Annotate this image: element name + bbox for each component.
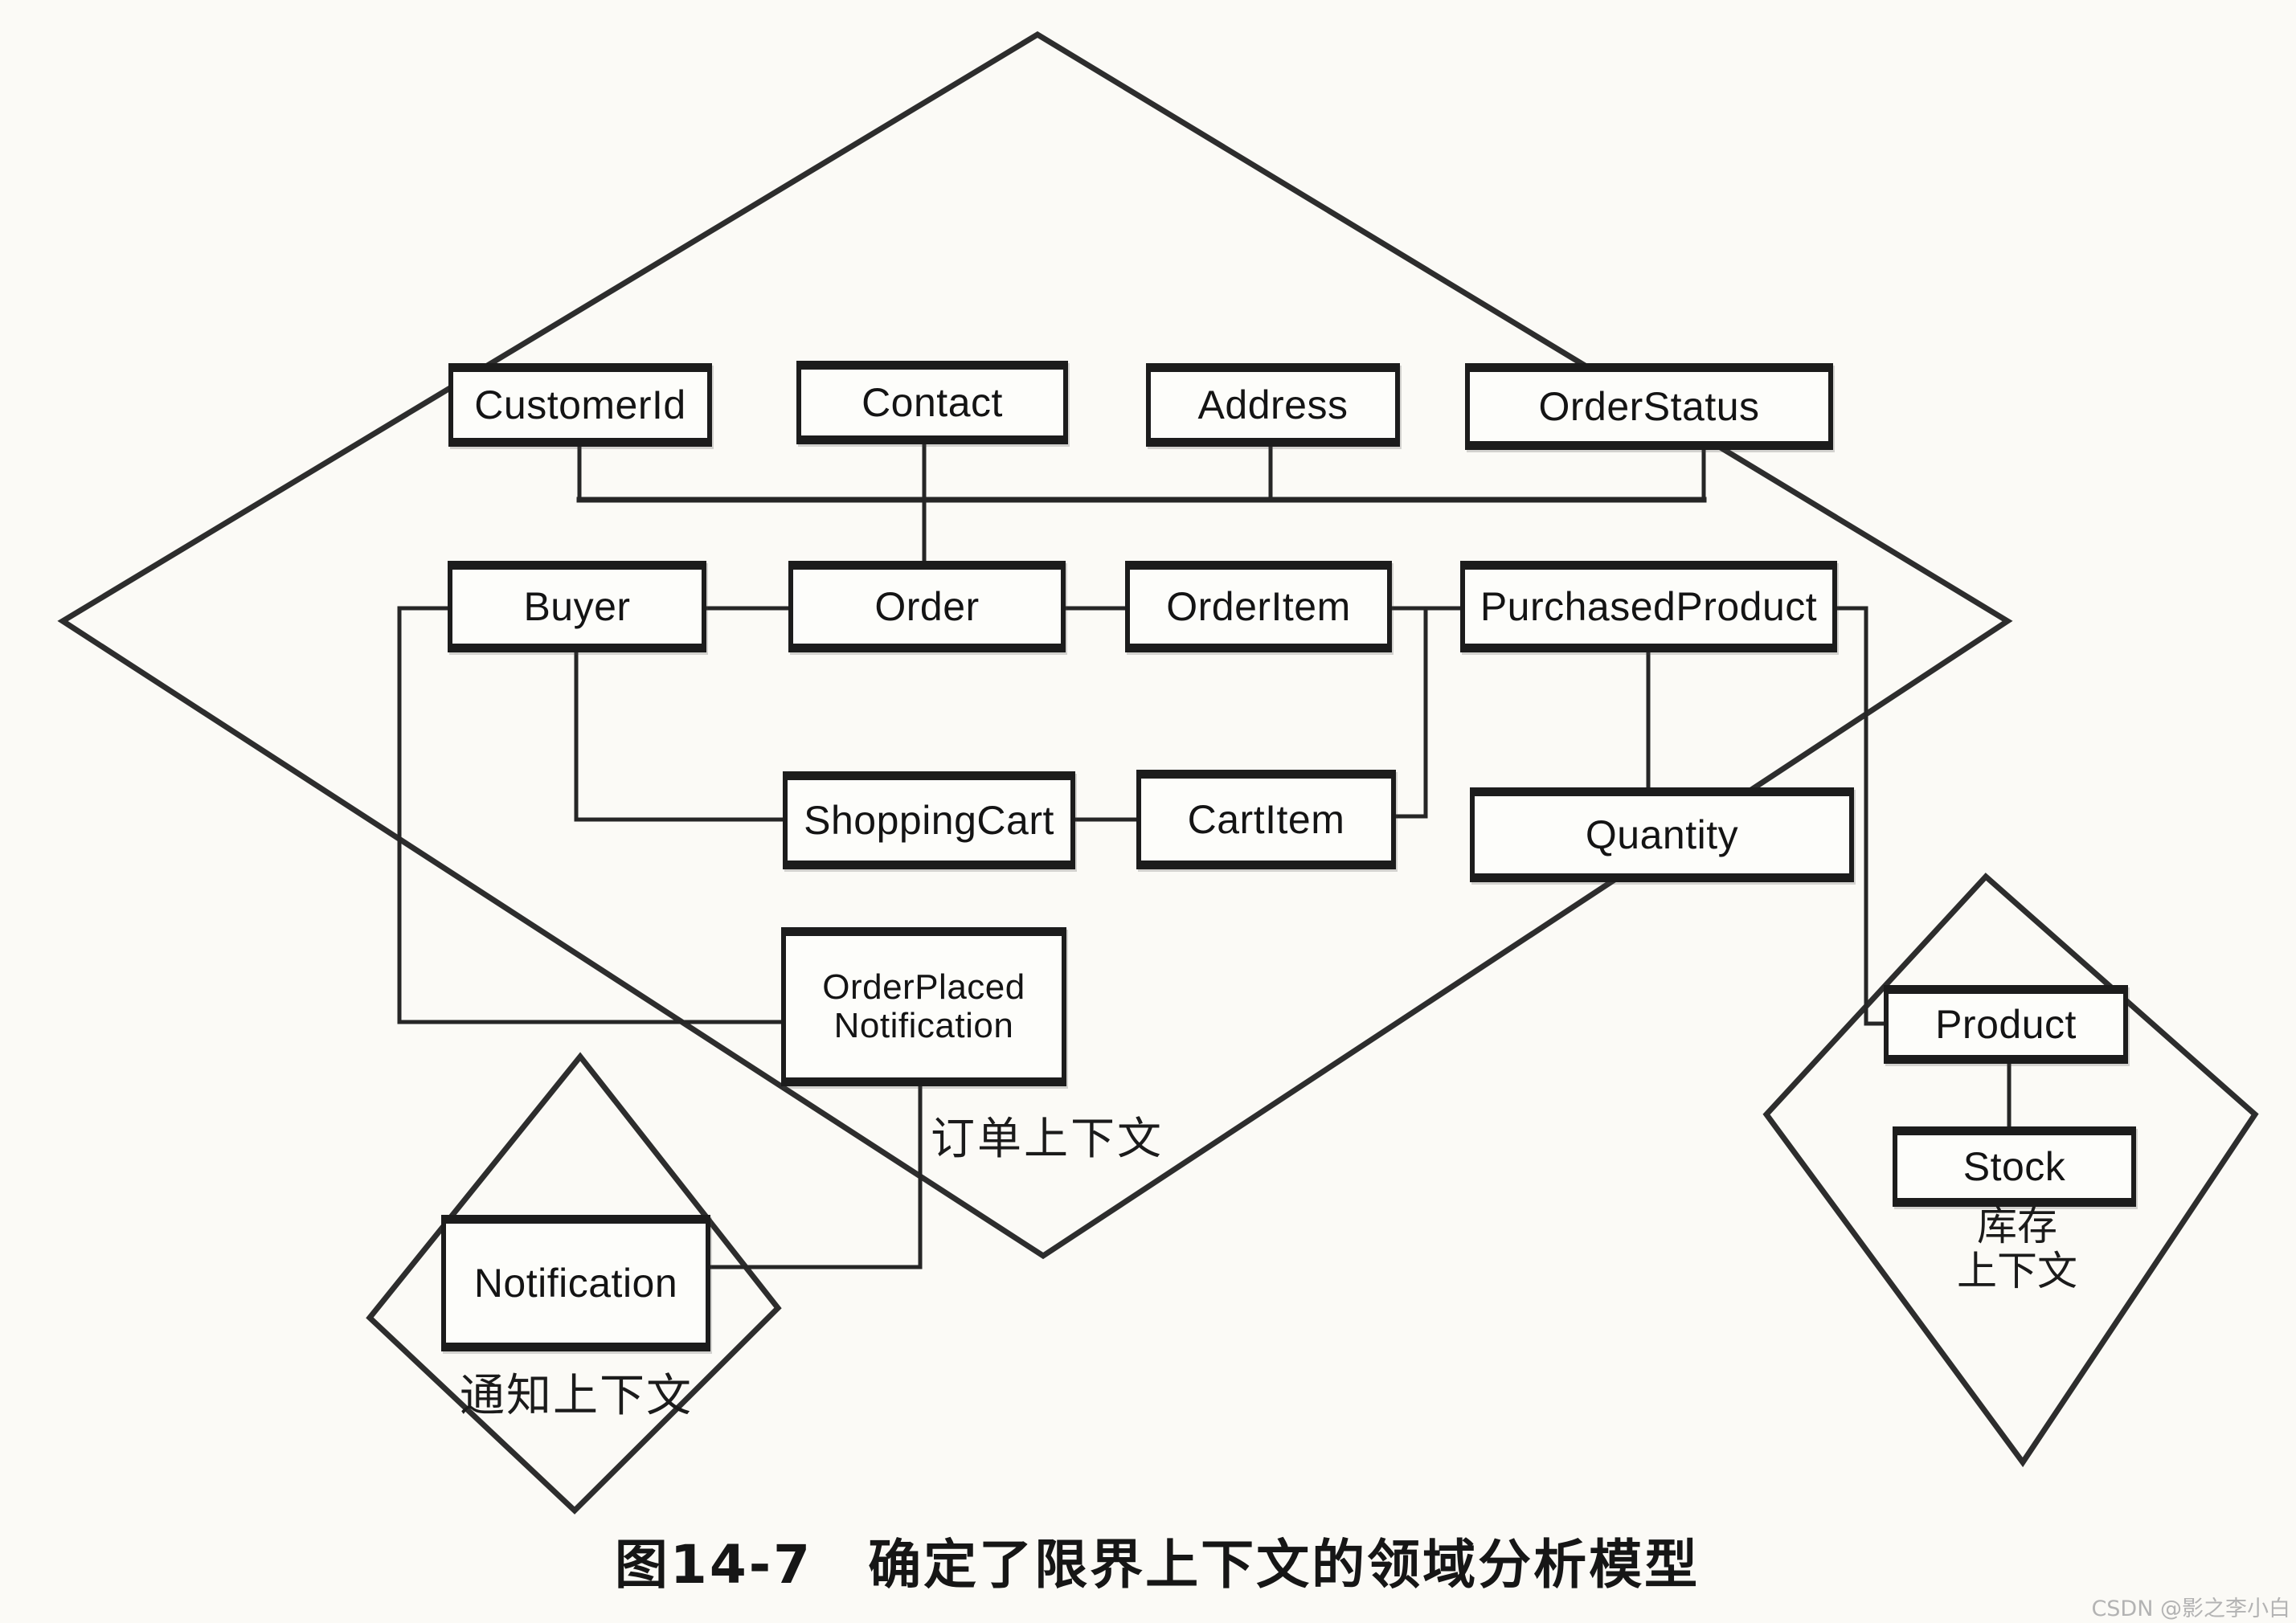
- entity-label-orderplacednotification-line1: OrderPlaced: [822, 967, 1025, 1007]
- entity-label-product: Product: [1935, 1001, 2077, 1047]
- inventory-context-label: 库存 上下文: [1905, 1204, 2130, 1294]
- figure-caption: 图14-7 确定了限界上下文的领域分析模型: [614, 1534, 1701, 1596]
- entity-box-orderstatus: OrderStatus: [1465, 363, 1833, 450]
- entity-label-notification: Notification: [473, 1260, 678, 1306]
- entity-label-purchasedproduct: PurchasedProduct: [1480, 583, 1818, 629]
- entity-box-address: Address: [1146, 363, 1400, 447]
- notification-context-label: 通知上下文: [460, 1370, 693, 1422]
- entity-box-orderplacednotification: OrderPlaced Notification: [781, 927, 1066, 1086]
- entity-label-orderitem: OrderItem: [1166, 583, 1351, 629]
- entity-box-purchasedproduct: PurchasedProduct: [1460, 561, 1837, 652]
- entity-box-contact: Contact: [796, 361, 1068, 444]
- connector-orderplacednotification-notification: [708, 1084, 923, 1269]
- entity-box-orderitem: OrderItem: [1125, 561, 1392, 652]
- entity-box-buyer: Buyer: [448, 561, 706, 652]
- inventory-context-label-line1: 库存: [1977, 1203, 2057, 1249]
- entity-label-order: Order: [874, 583, 980, 629]
- entity-box-notification: Notification: [441, 1215, 710, 1351]
- order-context-label: 订单上下文: [931, 1113, 1164, 1164]
- entity-label-buyer: Buyer: [523, 583, 631, 629]
- inventory-context-label-line2: 上下文: [1957, 1248, 2077, 1294]
- entity-label-stock: Stock: [1962, 1143, 2066, 1189]
- entity-label-contact: Contact: [862, 379, 1003, 425]
- inventory-context-diamond: [1762, 873, 2259, 1468]
- entity-label-customerid: CustomerId: [474, 382, 686, 427]
- entity-label-cartitem: CartItem: [1187, 796, 1345, 842]
- entity-box-product: Product: [1884, 985, 2128, 1064]
- connector-buyer-shoppingcart: [574, 650, 785, 822]
- connector-purchasedproduct-product: [1835, 606, 1886, 1026]
- notification-context-diamond: [366, 1052, 782, 1515]
- entity-box-cartitem: CartItem: [1136, 770, 1396, 869]
- entity-label-orderplacednotification-line2: Notification: [833, 1006, 1014, 1045]
- watermark-text: CSDN @影之李小白: [2091, 1596, 2290, 1621]
- connector-cartitem-orderitem: [1394, 607, 1428, 819]
- entity-label-orderstatus: OrderStatus: [1538, 383, 1760, 429]
- entity-box-quantity: Quantity: [1470, 787, 1854, 882]
- entity-label-quantity: Quantity: [1585, 812, 1739, 857]
- entity-box-shoppingcart: ShoppingCart: [783, 771, 1075, 869]
- entity-label-shoppingcart: ShoppingCart: [804, 797, 1054, 843]
- entity-label-address: Address: [1197, 382, 1349, 427]
- entity-box-customerid: CustomerId: [448, 363, 712, 447]
- entity-box-order: Order: [788, 561, 1066, 652]
- entity-box-stock: Stock: [1893, 1126, 2136, 1207]
- connector-buyer-orderplacednotification: [397, 606, 784, 1024]
